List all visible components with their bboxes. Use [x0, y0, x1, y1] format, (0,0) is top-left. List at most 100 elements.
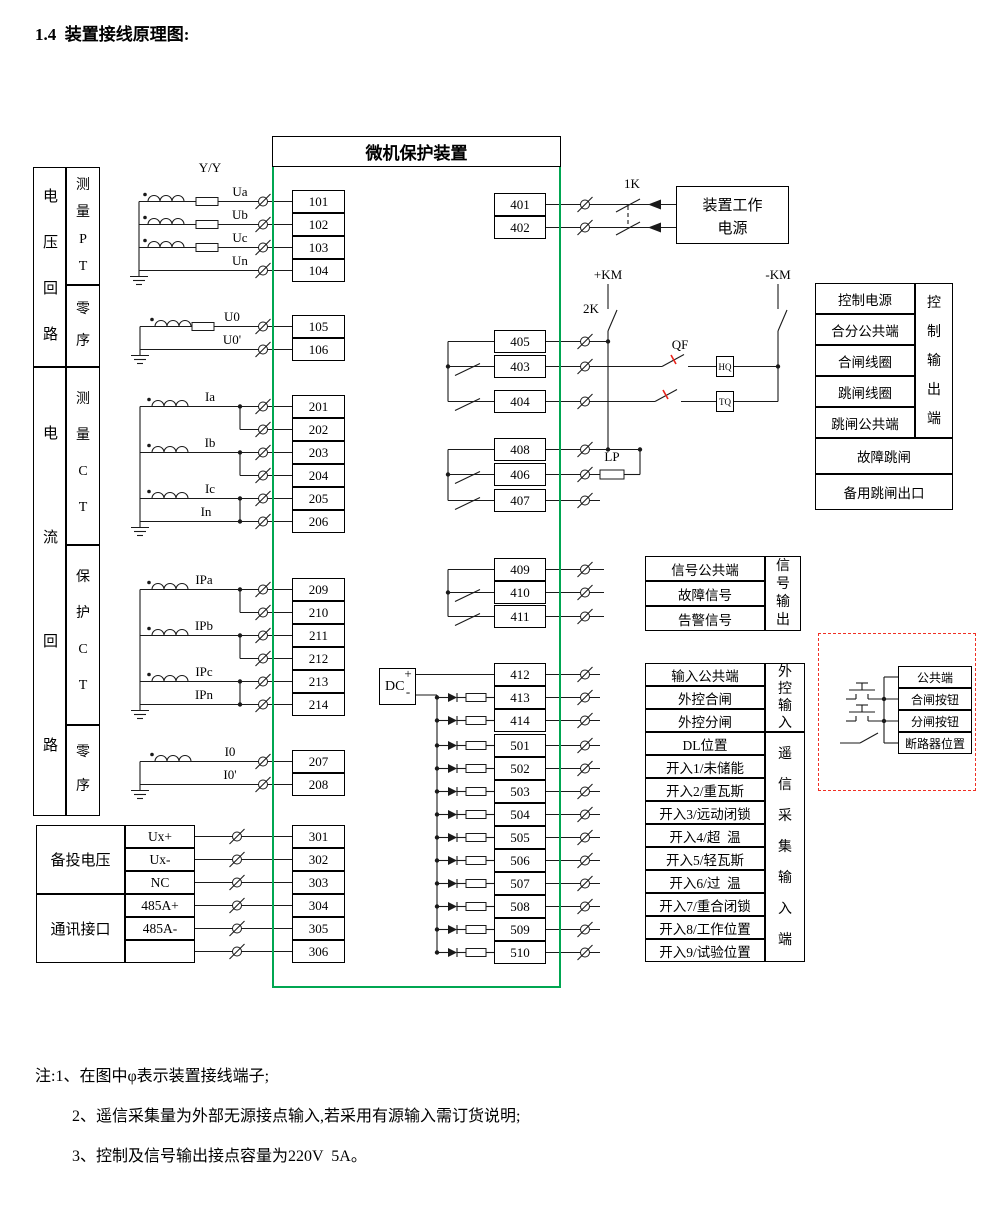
remote-row: 开入2/重瓦斯 — [645, 778, 765, 801]
group-zero-seq-ct: 零序 — [66, 725, 100, 816]
terminal-104: 104 — [292, 259, 345, 282]
remote-row: 开入8/工作位置 — [645, 916, 765, 939]
terminal-413: 413 — [494, 686, 546, 709]
control-row: 合分公共端 — [815, 314, 915, 345]
label-in_: In — [200, 504, 212, 519]
hq-coil-box: HQ — [716, 356, 734, 377]
terminal-302: 302 — [292, 848, 345, 871]
group-protect-ct: 保护CT — [66, 545, 100, 725]
label-ipn: IPn — [194, 687, 214, 702]
remote-row: 开入5/轻瓦斯 — [645, 847, 765, 870]
label-qf: QF — [671, 337, 689, 352]
dashed-row: 断路器位置 — [898, 732, 972, 754]
label-u0p: U0' — [222, 332, 242, 347]
terminal-411: 411 — [494, 605, 546, 628]
label-dc_plus: + — [404, 666, 412, 681]
terminal-406: 406 — [494, 463, 546, 486]
label-i0p: I0' — [223, 767, 237, 782]
group-comm-interface: 通讯接口 — [36, 894, 125, 963]
terminal-213: 213 — [292, 670, 345, 693]
label-ipc: IPc — [195, 664, 213, 679]
power-supply-box: 装置工作电源 — [676, 186, 789, 244]
label-ua: Ua — [232, 184, 248, 199]
terminal-304: 304 — [292, 894, 345, 917]
label-dc_minus: - — [405, 684, 411, 699]
terminal-410: 410 — [494, 581, 546, 604]
label-uc: Uc — [232, 230, 248, 245]
comm-row: 485A+ — [125, 894, 195, 917]
remote-row: DL位置 — [645, 732, 765, 755]
terminal-501: 501 — [494, 734, 546, 757]
control-extra-row: 故障跳闸 — [815, 438, 953, 474]
terminal-202: 202 — [292, 418, 345, 441]
label-ipb: IPb — [194, 618, 214, 633]
group-backup-voltage: 备投电压 — [36, 825, 125, 894]
extctl-row: 外控合闸 — [645, 686, 765, 709]
terminal-105: 105 — [292, 315, 345, 338]
note-2: 2、遥信采集量为外部无源接点输入,若采用有源输入需订货说明; — [72, 1108, 521, 1125]
control-row: 控制电源 — [815, 283, 915, 314]
terminal-402: 402 — [494, 216, 546, 239]
terminal-306: 306 — [292, 940, 345, 963]
label-k1: 1K — [624, 176, 640, 191]
dashed-row: 分闸按钮 — [898, 710, 972, 732]
external-button-box — [818, 633, 976, 791]
backup-row: Ux+ — [125, 825, 195, 848]
terminal-407: 407 — [494, 489, 546, 512]
label-k2: 2K — [583, 301, 599, 316]
terminal-205: 205 — [292, 487, 345, 510]
label-km_minus: -KM — [765, 267, 791, 282]
terminal-409: 409 — [494, 558, 546, 581]
extctl-row: 输入公共端 — [645, 663, 765, 686]
page-title: 1.4 装置接线原理图: — [35, 25, 190, 44]
terminal-101: 101 — [292, 190, 345, 213]
tq-coil-box: TQ — [716, 391, 734, 412]
comm-row: 485A- — [125, 917, 195, 940]
label-ib: Ib — [204, 435, 216, 450]
backup-row: NC — [125, 871, 195, 894]
control-row: 跳闸线圈 — [815, 376, 915, 407]
side-remote-input: 遥信采集输入端 — [765, 732, 805, 962]
terminal-405: 405 — [494, 330, 546, 353]
terminal-506: 506 — [494, 849, 546, 872]
terminal-301: 301 — [292, 825, 345, 848]
terminal-510: 510 — [494, 941, 546, 964]
control-row: 跳闸公共端 — [815, 407, 915, 438]
terminal-509: 509 — [494, 918, 546, 941]
terminal-503: 503 — [494, 780, 546, 803]
terminal-408: 408 — [494, 438, 546, 461]
terminal-203: 203 — [292, 441, 345, 464]
remote-row: 开入9/试验位置 — [645, 939, 765, 962]
terminal-208: 208 — [292, 773, 345, 796]
remote-row: 开入3/远动闭锁 — [645, 801, 765, 824]
signal-row: 告警信号 — [645, 606, 765, 631]
terminal-204: 204 — [292, 464, 345, 487]
dashed-row: 合闸按钮 — [898, 688, 972, 710]
dc-source-box: DC — [379, 668, 416, 705]
group-voltage-circuit: 电压回路 — [33, 167, 66, 367]
group-measure-ct: 测量CT — [66, 367, 100, 545]
terminal-207: 207 — [292, 750, 345, 773]
terminal-401: 401 — [494, 193, 546, 216]
signal-row: 故障信号 — [645, 581, 765, 606]
terminal-210: 210 — [292, 601, 345, 624]
backup-row: Ux- — [125, 848, 195, 871]
remote-row: 开入1/未储能 — [645, 755, 765, 778]
label-u0: U0 — [224, 309, 240, 324]
group-measure-pt: 测量PT — [66, 167, 100, 285]
terminal-502: 502 — [494, 757, 546, 780]
group-current-circuit: 电流回路 — [33, 367, 66, 816]
terminal-414: 414 — [494, 709, 546, 732]
terminal-404: 404 — [494, 390, 546, 413]
terminal-102: 102 — [292, 213, 345, 236]
terminal-504: 504 — [494, 803, 546, 826]
label-ia: Ia — [204, 389, 216, 404]
control-row: 合闸线圈 — [815, 345, 915, 376]
dashed-row: 公共端 — [898, 666, 972, 688]
terminal-508: 508 — [494, 895, 546, 918]
control-extra-row: 备用跳闸出口 — [815, 474, 953, 510]
terminal-212: 212 — [292, 647, 345, 670]
terminal-206: 206 — [292, 510, 345, 533]
